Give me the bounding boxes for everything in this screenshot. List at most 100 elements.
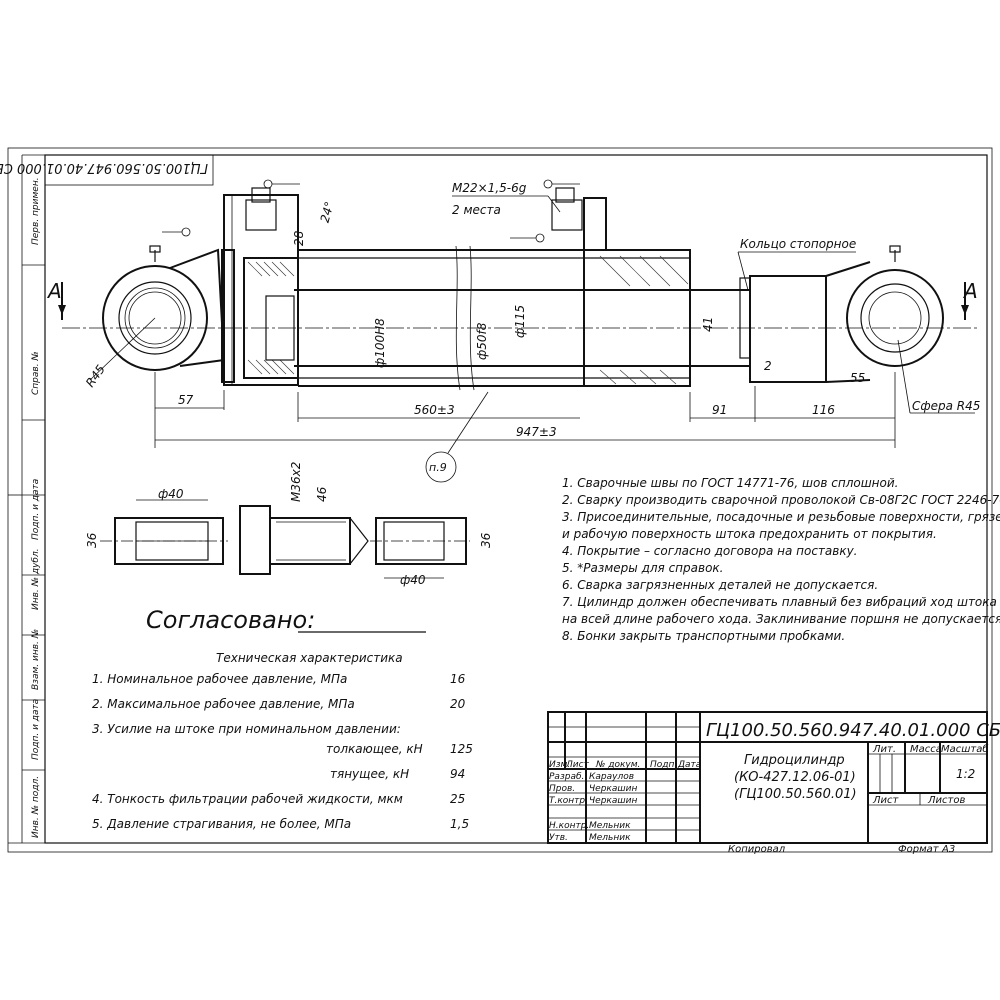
section-mark-left: А — [46, 279, 62, 303]
note-6: 6. Сварка загрязненных деталей не допуск… — [562, 578, 878, 592]
detail-dim-m36: М36х2 — [289, 462, 303, 502]
stamp-code-box — [44, 154, 214, 186]
side-label-5: Взам. инв. № — [31, 629, 41, 690]
tb-scale: Масштаб — [941, 743, 989, 755]
spec-3b-value: 94 — [450, 767, 465, 781]
specs-title: Техническая характеристика — [216, 651, 403, 665]
tb-person-3: Черкашин — [589, 796, 637, 806]
stamp-code-rotated: ГЦ100.50.560.947.40.01.000 СБ — [0, 160, 208, 175]
tb-sheets: Листов — [927, 795, 965, 806]
tb-col-izm: Изм. — [549, 760, 570, 770]
tb-lit: Лит. — [872, 744, 896, 755]
title-block: ГЦ100.50.560.947.40.01.000 СБ Изм. Лист … — [547, 711, 1000, 844]
tb-person-2: Черкашин — [589, 784, 637, 794]
spec-1-value: 16 — [450, 672, 466, 686]
note-3: 3. Присоединительные, посадочные и резьб… — [562, 510, 1000, 524]
spec-1-label: 1. Номинальное рабочее давление, МПа — [92, 672, 347, 686]
detail-dim-d40b: ф40 — [400, 573, 426, 587]
detail-dim-46: 46 — [315, 486, 329, 502]
tb-role-1: Разраб. — [549, 772, 584, 782]
callout-sphere: Сфера R45 — [912, 399, 980, 413]
dim-2: 2 — [764, 359, 772, 373]
tb-sheet: Лист — [872, 795, 900, 806]
tb-name-1: Гидроцилиндр — [744, 753, 845, 768]
left-eye-outer — [102, 265, 208, 371]
copied-label: Копировал — [728, 844, 786, 855]
dim-28: 28 — [292, 230, 306, 246]
detail-views: ф40 36 М36х2 46 ф40 36 — [85, 462, 493, 587]
note-8: 8. Бонки закрыть транспортными пробками. — [562, 629, 845, 643]
dim-41: 41 — [701, 317, 715, 332]
tb-role-4: Н.контр. — [549, 821, 589, 831]
tb-col-list: Лист — [565, 760, 590, 770]
spec-3b-label: тянущее, кН — [330, 767, 409, 781]
callout-places: 2 места — [452, 203, 501, 217]
piston-hatch — [247, 261, 295, 375]
side-label-1: Перв. примен. — [31, 177, 41, 245]
technical-notes: 1. Сварочные швы по ГОСТ 14771-76, шов с… — [562, 476, 1000, 643]
dim-55: 55 — [850, 371, 865, 385]
sheet-inner-frame — [44, 154, 988, 844]
tb-col-doc: № докум. — [595, 760, 640, 770]
spec-2-label: 2. Максимальное рабочее давление, МПа — [92, 697, 355, 711]
spec-5-value: 1,5 — [450, 817, 469, 831]
side-label-4: Инв. № дубл. — [31, 548, 41, 610]
note-ref: п.9 — [429, 461, 447, 474]
tb-person-4: Мельник — [589, 821, 631, 831]
dim-57: 57 — [178, 393, 194, 407]
tb-col-sign: Подп. — [650, 760, 677, 770]
spec-3a-label: толкающее, кН — [326, 742, 423, 756]
spec-4-label: 4. Тонкость фильтрации рабочей жидкости,… — [92, 792, 403, 806]
note-5: 5. *Размеры для справок. — [562, 561, 723, 575]
dim-d50: ф50f8 — [475, 322, 489, 360]
side-label-2: Справ. № — [31, 351, 41, 395]
note-7b: на всей длине рабочего хода. Заклинивани… — [562, 612, 1000, 626]
note-7: 7. Цилиндр должен обеспечивать плавный б… — [562, 595, 997, 609]
dim-d100: ф100Н8 — [373, 318, 387, 368]
dim-560: 560±3 — [414, 403, 455, 417]
dim-947: 947±3 — [516, 425, 557, 439]
dim-116: 116 — [812, 403, 835, 417]
tb-person-5: Мельник — [589, 833, 631, 843]
tb-code: ГЦ100.50.560.947.40.01.000 СБ — [706, 720, 1000, 741]
detail-dim-36a: 36 — [85, 532, 99, 548]
agreed-label: Согласовано: — [146, 606, 315, 634]
note-1: 1. Сварочные швы по ГОСТ 14771-76, шов с… — [562, 476, 898, 490]
tb-role-3: Т.контр. — [549, 796, 588, 806]
detail-dim-d40a: ф40 — [158, 487, 184, 501]
format-value: А3 — [941, 844, 955, 855]
dim-angle-24: 24° — [318, 200, 337, 224]
spec-4-value: 25 — [450, 792, 465, 806]
spec-5-label: 5. Давление страгивания, не более, МПа — [92, 817, 351, 831]
right-eye-outer — [846, 269, 944, 367]
tb-name-2: (КО-427.12.06-01) — [734, 770, 856, 785]
binding-strip: Перв. примен. Справ. № Подп. и дата Инв.… — [8, 154, 45, 844]
tb-mass: Масса — [910, 744, 942, 755]
tb-role-2: Пров. — [549, 784, 575, 794]
side-label-6: Подп. и дата — [31, 699, 41, 760]
callout-rings: Кольцо стопорное — [740, 237, 856, 251]
format-label: Формат — [898, 844, 940, 855]
side-label-3: Подп. и дата — [31, 479, 41, 540]
cylinder-main-view: R45 А — [46, 179, 980, 483]
note-2: 2. Сварку производить сварочной проволок… — [562, 493, 1000, 507]
spec-2-value: 20 — [450, 697, 466, 711]
tb-scale-value: 1:2 — [956, 767, 975, 781]
spec-3-label: 3. Усилие на штоке при номинальном давле… — [92, 722, 401, 736]
tb-col-date: Дата — [677, 760, 701, 770]
side-label-7: Инв. № подл. — [31, 776, 41, 838]
note-3b: и рабочую поверхность штока предохранить… — [562, 527, 937, 541]
tb-person-1: Караулов — [589, 772, 634, 782]
dim-91: 91 — [712, 403, 727, 417]
note-ref-circle — [425, 451, 457, 483]
technical-specs: Техническая характеристика 1. Номинально… — [92, 651, 473, 831]
note-4: 4. Покрытие – согласно договора на поста… — [562, 544, 858, 558]
sheet-outer-border — [7, 147, 993, 853]
tb-role-5: Утв. — [549, 833, 568, 843]
dim-d115: ф115 — [513, 305, 527, 338]
callout-thread: М22×1,5-6g — [452, 181, 527, 195]
tb-name-3: (ГЦ100.50.560.01) — [734, 787, 857, 802]
gland-hatch — [599, 255, 689, 385]
spec-3a-value: 125 — [450, 742, 473, 756]
